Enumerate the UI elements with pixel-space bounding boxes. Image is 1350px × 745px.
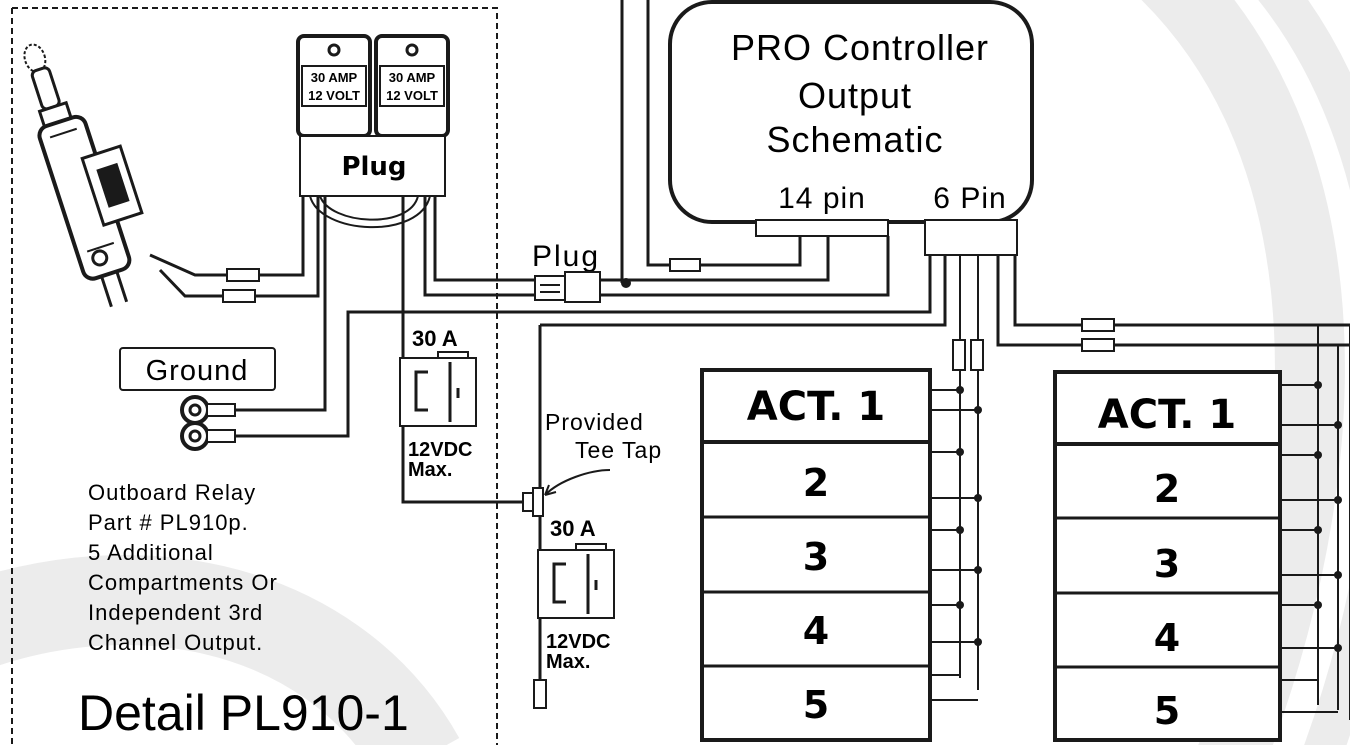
inline-fuses xyxy=(222,258,1115,371)
outboard-note-line-5: Independent 3rd xyxy=(88,600,263,625)
controller-title-line-3: Schematic xyxy=(766,119,943,160)
inline-relay-upper-volt-1: 12VDC xyxy=(408,439,472,461)
outboard-note-line-4: Compartments Or xyxy=(88,570,278,595)
plug-connector-label: Plug xyxy=(532,240,600,273)
controller-title-line-1: PRO Controller xyxy=(731,27,989,68)
ground-terminal: Ground xyxy=(119,347,276,451)
inline-relay-lower-volt-1: 12VDC xyxy=(546,631,610,653)
relay1-rating-volt: 12 VOLT xyxy=(308,88,360,103)
actuator-panel-right: ACT. 1 2 3 4 5 xyxy=(1053,370,1282,742)
inline-relay-upper-volt-2: Max. xyxy=(408,459,452,481)
right-panel-row-4: 4 xyxy=(1154,616,1180,660)
right-panel-row-5: 5 xyxy=(1154,689,1180,733)
controller-box: PRO Controller Output Schematic 14 pin 6… xyxy=(668,0,1034,256)
outboard-note-line-1: Outboard Relay xyxy=(88,480,256,505)
left-panel-row-4: 4 xyxy=(803,609,829,653)
detail-boundary xyxy=(11,7,498,745)
inline-relay-lower-amp: 30 A xyxy=(550,516,596,541)
right-panel-row-3: 3 xyxy=(1154,542,1180,586)
right-panel-row-2: 2 xyxy=(1154,467,1180,511)
tee-tap-label-line-2: Tee Tap xyxy=(575,437,662,463)
relay2-rating-volt: 12 VOLT xyxy=(386,88,438,103)
relay2-rating-amp: 30 AMP xyxy=(389,70,436,85)
pin14-connector xyxy=(755,219,889,237)
relay-plug-label: Plug xyxy=(341,152,406,182)
detail-label: Detail PL910-1 xyxy=(78,685,409,741)
actuator-motor-illustration xyxy=(23,43,144,308)
left-panel-row-5: 5 xyxy=(803,683,829,727)
left-panel-row-1: ACT. 1 xyxy=(747,384,885,430)
right-panel-row-1: ACT. 1 xyxy=(1098,392,1236,438)
pin6-label: 6 Pin xyxy=(933,182,1006,215)
ground-label: Ground xyxy=(146,355,249,387)
outboard-note-line-6: Channel Output. xyxy=(88,630,263,655)
actuator-panel-left: ACT. 1 2 3 4 5 xyxy=(700,368,932,742)
plug-connector: Plug xyxy=(532,240,601,303)
tee-tap-label-line-1: Provided xyxy=(545,409,644,435)
left-panel-row-2: 2 xyxy=(803,461,829,505)
tee-tap: Provided Tee Tap xyxy=(522,409,662,517)
inline-relay-lower-volt-2: Max. xyxy=(546,651,590,673)
relay1-rating-amp: 30 AMP xyxy=(311,70,358,85)
left-panel-row-3: 3 xyxy=(803,535,829,579)
controller-title-line-2: Output xyxy=(798,75,912,116)
outboard-note-line-2: Part # PL910p. xyxy=(88,510,249,535)
pin14-label: 14 pin xyxy=(778,182,866,215)
inline-relay-lower: 30 A 12VDC Max. xyxy=(533,516,615,709)
dual-relay-block: 30 AMP 12 VOLT 30 AMP 12 VOLT Plug xyxy=(296,34,450,197)
outboard-note-line-3: 5 Additional xyxy=(88,540,214,565)
outboard-relay-note: Outboard Relay Part # PL910p. 5 Addition… xyxy=(88,480,278,655)
pin6-connector xyxy=(924,219,1018,256)
inline-relay-upper: 30 A 12VDC Max. xyxy=(399,326,477,481)
junction-dots xyxy=(621,278,1342,652)
inline-relay-upper-amp: 30 A xyxy=(412,326,458,351)
